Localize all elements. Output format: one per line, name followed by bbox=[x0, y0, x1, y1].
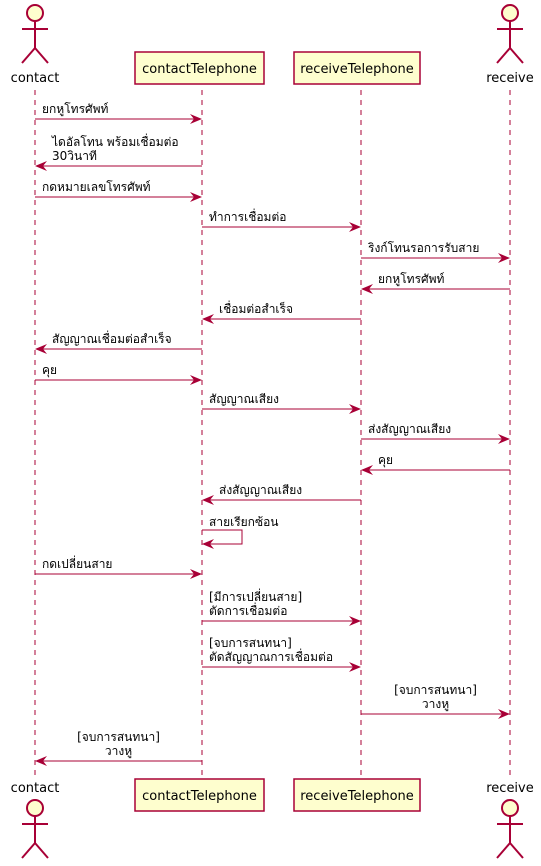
actor-icon-bottom-receive bbox=[496, 799, 524, 859]
participant-label-bottom-receive: receive bbox=[486, 781, 534, 796]
message-17: [จบการสนทนา]ตัดสัญญาณการเชื่อมต่อ bbox=[202, 636, 361, 672]
participant-label-bottom-contact: contact bbox=[11, 781, 60, 796]
message-label: ริงก์โทนรอการรับสาย bbox=[367, 241, 479, 255]
participant-box-bottom-contactTelephone bbox=[134, 778, 265, 812]
message-label: กดเปลี่ยนสาย bbox=[42, 555, 112, 571]
actor-icon-top-receive bbox=[496, 4, 524, 64]
message-11: ส่งสัญญาณเสียง bbox=[361, 422, 510, 444]
participant-box-bottom-receiveTelephone bbox=[293, 778, 421, 812]
message-12: คุย bbox=[361, 453, 510, 475]
message-14: สายเรียกซ้อน bbox=[202, 515, 279, 549]
participant-label-top-receiveTelephone: receiveTelephone bbox=[300, 62, 414, 77]
message-13: ส่งสัญญาณเสียง bbox=[202, 483, 361, 505]
participant-label-bottom-receiveTelephone: receiveTelephone bbox=[300, 789, 414, 804]
participant-label-top-contact: contact bbox=[11, 71, 60, 86]
message-5: ริงก์โทนรอการรับสาย bbox=[361, 241, 510, 263]
participant-label-top-contactTelephone: contactTelephone bbox=[142, 62, 257, 77]
message-label: สัญญาณเชื่อมต่อสำเร็จ bbox=[52, 330, 172, 346]
message-1: ยกหูโทรศัพท์ bbox=[35, 102, 202, 124]
lifelines bbox=[34, 90, 511, 776]
participant-label-bottom-contactTelephone: contactTelephone bbox=[142, 789, 257, 804]
message-label: ตัดสัญญาณการเชื่อมต่อ bbox=[209, 648, 333, 664]
message-label: ส่งสัญญาณเสียง bbox=[368, 422, 451, 436]
message-10: สัญญาณเสียง bbox=[202, 392, 361, 414]
message-6: ยกหูโทรศัพท์ bbox=[361, 272, 510, 294]
message-16: [มีการเปลี่ยนสาย]ตัดการเชื่อมต่อ bbox=[202, 588, 361, 626]
message-label: ส่งสัญญาณเสียง bbox=[219, 483, 302, 497]
message-label: ไดอัลโทน พร้อมเชื่อมต่อ bbox=[51, 133, 179, 149]
message-arrow bbox=[202, 529, 243, 549]
message-15: กดเปลี่ยนสาย bbox=[35, 555, 202, 579]
message-label: เชื่อมต่อสำเร็จ bbox=[219, 300, 293, 316]
participant-box-top-receiveTelephone bbox=[293, 51, 421, 85]
message-18: [จบการสนทนา]วางหู bbox=[361, 683, 510, 719]
message-label: คุย bbox=[42, 363, 57, 378]
message-label: 30วินาที bbox=[52, 149, 97, 163]
message-19: [จบการสนทนา]วางหู bbox=[35, 730, 202, 766]
message-4: ทำการเชื่อมต่อ bbox=[202, 208, 361, 232]
message-3: กดหมายเลขโทรศัพท์ bbox=[35, 180, 202, 202]
message-label: วางหู bbox=[105, 744, 132, 759]
messages: ยกหูโทรศัพท์ไดอัลโทน พร้อมเชื่อมต่อ30วิน… bbox=[35, 102, 510, 766]
message-label: ยกหูโทรศัพท์ bbox=[42, 102, 109, 117]
message-label: ทำการเชื่อมต่อ bbox=[209, 208, 286, 224]
message-7: เชื่อมต่อสำเร็จ bbox=[202, 300, 361, 324]
message-8: สัญญาณเชื่อมต่อสำเร็จ bbox=[35, 330, 202, 354]
actor-icon-bottom-contact bbox=[21, 799, 49, 859]
message-label: สัญญาณเสียง bbox=[209, 392, 279, 406]
message-label: [มีการเปลี่ยนสาย] bbox=[209, 588, 302, 604]
message-label: กดหมายเลขโทรศัพท์ bbox=[42, 180, 151, 194]
message-label: [จบการสนทนา] bbox=[209, 636, 292, 650]
message-label: [จบการสนทนา] bbox=[394, 683, 477, 697]
message-label: วางหู bbox=[422, 697, 449, 712]
participant-box-top-contactTelephone bbox=[134, 51, 265, 85]
message-label: ยกหูโทรศัพท์ bbox=[378, 272, 445, 287]
participants: contact contact contactTelephone contactTel… bbox=[11, 4, 534, 859]
message-label: ตัดการเชื่อมต่อ bbox=[209, 602, 287, 618]
message-label: [จบการสนทนา] bbox=[77, 730, 160, 744]
message-label: สายเรียกซ้อน bbox=[209, 515, 279, 529]
message-9: คุย bbox=[35, 363, 202, 385]
participant-label-top-receive: receive bbox=[486, 71, 534, 86]
message-label: คุย bbox=[378, 453, 393, 468]
actor-icon-top-contact bbox=[21, 4, 49, 64]
